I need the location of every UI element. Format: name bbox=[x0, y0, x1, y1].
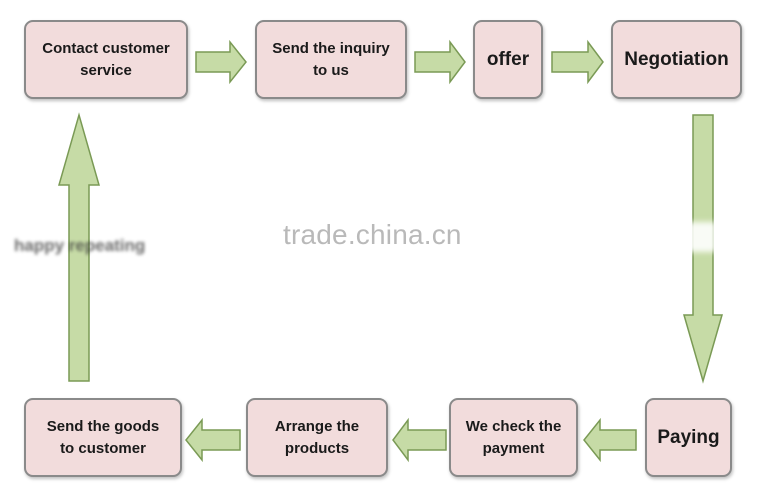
step-negotiation-label: Negotiation bbox=[624, 48, 729, 70]
watermark: trade.china.cn bbox=[283, 219, 462, 250]
step-send-inquiry: Send the inquiry to us bbox=[255, 20, 407, 99]
step-inquiry-label: Send the inquiry to us bbox=[272, 39, 390, 79]
step-contact-customer-service: Contact customer service bbox=[24, 20, 188, 99]
step-offer: offer bbox=[473, 20, 543, 99]
arrow-offer-to-negotiation bbox=[551, 39, 604, 85]
step-check-payment-label: We check the payment bbox=[465, 417, 562, 457]
step-negotiation: Negotiation bbox=[611, 20, 742, 99]
step-send-goods-label: Send the goods to customer bbox=[46, 417, 160, 457]
step-contact-label: Contact customer service bbox=[42, 39, 170, 79]
arrow-contact-to-inquiry bbox=[195, 39, 247, 85]
step-paying-label: Paying bbox=[657, 426, 720, 448]
arrow-inquiry-to-offer bbox=[414, 39, 466, 85]
arrow-arrange-to-send bbox=[185, 417, 241, 463]
step-send-goods: Send the goods to customer bbox=[24, 398, 182, 477]
step-arrange-label: Arrange the products bbox=[274, 417, 360, 457]
blurred-caption: happy repeating bbox=[14, 236, 146, 255]
step-offer-label: offer bbox=[486, 48, 530, 70]
blur-smudge bbox=[688, 222, 716, 252]
step-paying: Paying bbox=[645, 398, 732, 477]
arrow-send-to-contact bbox=[58, 112, 100, 382]
arrow-paying-to-check bbox=[583, 417, 637, 463]
arrow-check-to-arrange bbox=[392, 417, 447, 463]
step-arrange-products: Arrange the products bbox=[246, 398, 388, 477]
step-check-payment: We check the payment bbox=[449, 398, 578, 477]
